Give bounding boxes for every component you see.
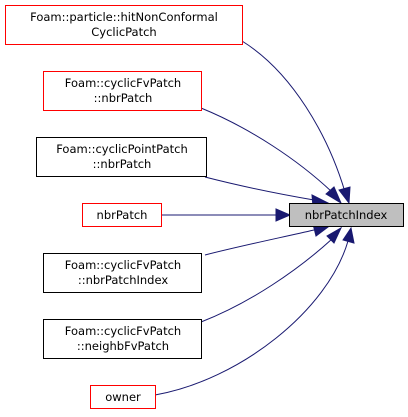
focus-node-nbrPatchIndex: nbrPatchIndex: [289, 203, 404, 227]
caller-cyclicPointPatch-nbrPatch-line2: ::nbrPatch: [93, 157, 152, 171]
caller-hitNonConformalCyclicPatch[interactable]: Foam::particle::hitNonConformal CyclicPa…: [5, 5, 243, 45]
caller-cyclicFvPatch-nbrPatchIndex-line2: ::nbrPatchIndex: [78, 273, 169, 287]
focus-node-label: nbrPatchIndex: [305, 208, 388, 222]
edge-cyclicFvPatch-nbrPatch-arrowhead: [325, 186, 343, 205]
caller-cyclicFvPatch-nbrPatch[interactable]: Foam::cyclicFvPatch ::nbrPatch: [43, 71, 202, 111]
edge-cyclicPointPatch-nbrPatch: [204, 176, 315, 201]
edges: [154, 40, 355, 396]
edge-cyclicFvPatch-neighbFvPatch-arrowhead: [326, 226, 343, 244]
caller-owner[interactable]: owner: [90, 385, 156, 409]
caller-cyclicFvPatch-neighbFvPatch-line2: ::neighbFvPatch: [77, 339, 169, 353]
caller-cyclicFvPatch-nbrPatchIndex[interactable]: Foam::cyclicFvPatch ::nbrPatchIndex: [43, 253, 202, 293]
caller-cyclicPointPatch-nbrPatch[interactable]: Foam::cyclicPointPatch ::nbrPatch: [36, 137, 207, 177]
edge-nbrPatch-arrowhead: [275, 208, 292, 222]
caller-cyclicFvPatch-nbrPatch-line2: ::nbrPatch: [94, 91, 153, 105]
caller-cyclicFvPatch-nbrPatchIndex-line1: Foam::cyclicFvPatch: [65, 258, 181, 272]
edge-cyclicFvPatch-nbrPatchIndex: [204, 229, 315, 256]
caller-nbrPatch[interactable]: nbrPatch: [82, 203, 162, 227]
caller-cyclicFvPatch-nbrPatch-line1: Foam::cyclicFvPatch: [65, 76, 181, 90]
edge-hitNonConformal: [241, 40, 346, 193]
edge-owner: [154, 240, 349, 396]
caller-cyclicFvPatch-neighbFvPatch-line1: Foam::cyclicFvPatch: [65, 324, 181, 338]
edge-owner-arrowhead: [342, 226, 355, 244]
caller-hitNonConformalCyclicPatch-line2: CyclicPatch: [91, 25, 156, 39]
edge-hitNonConformal-arrowhead: [338, 186, 351, 205]
edge-cyclicFvPatch-nbrPatch: [200, 107, 333, 193]
caller-nbrPatch-label: nbrPatch: [97, 208, 148, 222]
caller-cyclicPointPatch-nbrPatch-line1: Foam::cyclicPointPatch: [56, 142, 188, 156]
caller-cyclicFvPatch-neighbFvPatch[interactable]: Foam::cyclicFvPatch ::neighbFvPatch: [43, 319, 202, 359]
edge-cyclicFvPatch-neighbFvPatch: [200, 238, 333, 323]
caller-owner-label: owner: [105, 390, 141, 404]
caller-hitNonConformalCyclicPatch-line1: Foam::particle::hitNonConformal: [30, 10, 218, 24]
